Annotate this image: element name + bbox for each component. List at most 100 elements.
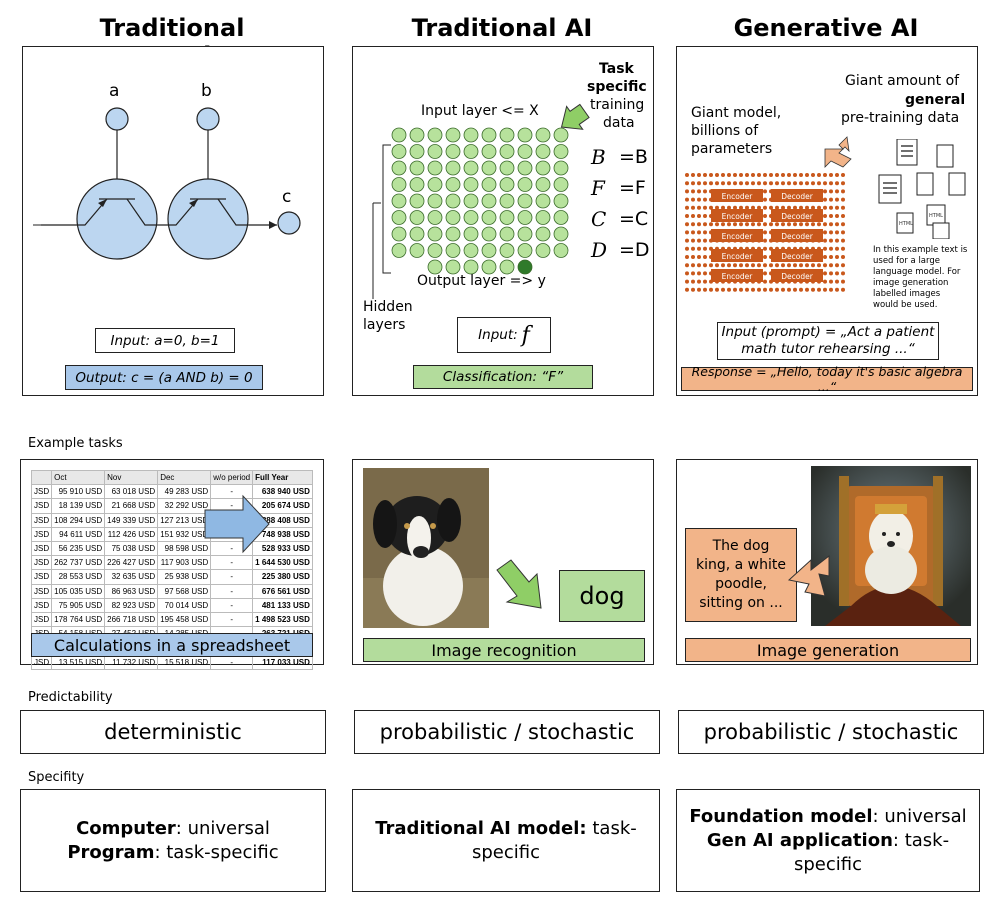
table-cell: 1 644 530 USD xyxy=(252,555,313,571)
parameter-dot xyxy=(829,230,833,235)
parameter-dot xyxy=(721,222,725,227)
parameter-dot xyxy=(823,181,827,186)
parameter-dot xyxy=(757,205,761,210)
parameter-dot xyxy=(739,173,743,177)
parameter-dot xyxy=(823,238,827,243)
parameter-dot xyxy=(685,205,689,210)
specifity-line: Traditional AI model: task- xyxy=(375,817,637,841)
parameter-dot xyxy=(727,287,731,292)
parameter-dot xyxy=(769,173,773,177)
task-specific-label-2: specific xyxy=(587,79,647,95)
parameter-dot xyxy=(703,173,707,177)
neuron-node xyxy=(499,259,515,275)
parameter-dot xyxy=(709,263,713,268)
neuron-node xyxy=(553,226,569,242)
parameter-dot xyxy=(697,197,701,202)
giant-model-label-3: parameters xyxy=(691,141,773,157)
parameter-dot xyxy=(757,287,761,292)
neuron-node xyxy=(481,144,497,159)
parameter-dot xyxy=(709,222,713,227)
parameter-dot xyxy=(697,181,701,186)
parameter-dot xyxy=(763,279,767,284)
neuron-node xyxy=(553,243,569,258)
parameter-dot xyxy=(787,222,791,227)
encoder-block xyxy=(711,229,763,242)
term-description: task- xyxy=(586,817,637,839)
parameter-dot xyxy=(835,279,839,284)
parameter-dot xyxy=(685,246,689,251)
note-line: used for a large xyxy=(873,256,940,266)
parameter-dot xyxy=(763,205,767,210)
parameter-dot xyxy=(691,181,695,186)
table-cell: 149 339 USD xyxy=(104,512,159,528)
parameter-dot xyxy=(835,214,839,218)
parameter-dot xyxy=(691,238,695,243)
tai-classification-box: Classification: “F” xyxy=(413,365,593,389)
parameter-dot xyxy=(685,181,689,186)
parameter-dot xyxy=(823,205,827,210)
spreadsheet-arrow xyxy=(204,494,270,554)
neuron-node xyxy=(553,193,569,209)
task-specific-label-4: data xyxy=(603,115,635,131)
parameter-dot xyxy=(781,287,785,292)
parameter-dot xyxy=(781,263,785,268)
neuron-node xyxy=(463,243,479,258)
class-row: B=B xyxy=(591,141,650,172)
neuron-node xyxy=(517,160,533,176)
parameter-dot xyxy=(721,173,725,177)
parameter-dot xyxy=(823,197,827,202)
parameter-dot xyxy=(715,287,719,292)
note-line: would be used. xyxy=(873,300,938,310)
parameter-dot xyxy=(763,271,767,276)
parameter-dot xyxy=(781,222,785,227)
parameter-dot xyxy=(685,263,689,268)
parameter-dot xyxy=(841,230,845,235)
term-description: : task-specific xyxy=(154,841,279,863)
neuron-node xyxy=(427,160,443,176)
neuron-node xyxy=(499,177,515,192)
term-description: : universal xyxy=(175,817,270,839)
parameter-dot xyxy=(793,263,797,268)
decoder-block xyxy=(771,209,823,222)
parameter-dot xyxy=(751,263,755,268)
table-cell: w/o period xyxy=(210,469,254,486)
neuron-node xyxy=(409,210,425,225)
neuron-node xyxy=(391,144,407,159)
term-description: : task- xyxy=(892,829,950,851)
parameter-dot xyxy=(745,263,749,268)
table-cell: 226 427 USD xyxy=(104,555,159,571)
parameter-dot xyxy=(817,263,821,268)
parameter-dot xyxy=(727,222,731,227)
table-cell: 86 963 USD xyxy=(104,583,159,599)
parameter-dot xyxy=(799,181,803,186)
table-cell: 178 764 USD xyxy=(51,611,106,628)
neuron-node xyxy=(517,243,533,258)
parameter-dot xyxy=(763,181,767,186)
neuron-node xyxy=(427,226,443,242)
term-description: specific xyxy=(471,841,540,863)
parameter-dot xyxy=(829,214,833,218)
parameter-dot xyxy=(817,205,821,210)
parameter-dot xyxy=(811,205,815,210)
neuron-node xyxy=(535,177,551,192)
column-title-generative-ai: Generative AI xyxy=(733,14,919,42)
parameter-dot xyxy=(721,263,725,268)
giant-model-label-1: Giant model, xyxy=(691,105,782,121)
parameter-dot xyxy=(835,205,839,210)
specifity-line: Gen AI application: task- xyxy=(707,829,949,853)
parameter-dot xyxy=(811,222,815,227)
parameter-dot xyxy=(757,181,761,186)
neuron-node xyxy=(463,210,479,225)
parameter-dot xyxy=(823,271,827,276)
decoder-block xyxy=(771,189,823,202)
note-line: labelled images xyxy=(873,289,941,299)
generation-arrow xyxy=(787,554,830,597)
neuron-node xyxy=(445,193,461,209)
neuron-node xyxy=(427,144,443,159)
parameter-dot xyxy=(763,189,767,194)
neuron-node xyxy=(499,127,515,143)
parameter-dot xyxy=(715,173,719,177)
parameter-dot xyxy=(727,173,731,177)
